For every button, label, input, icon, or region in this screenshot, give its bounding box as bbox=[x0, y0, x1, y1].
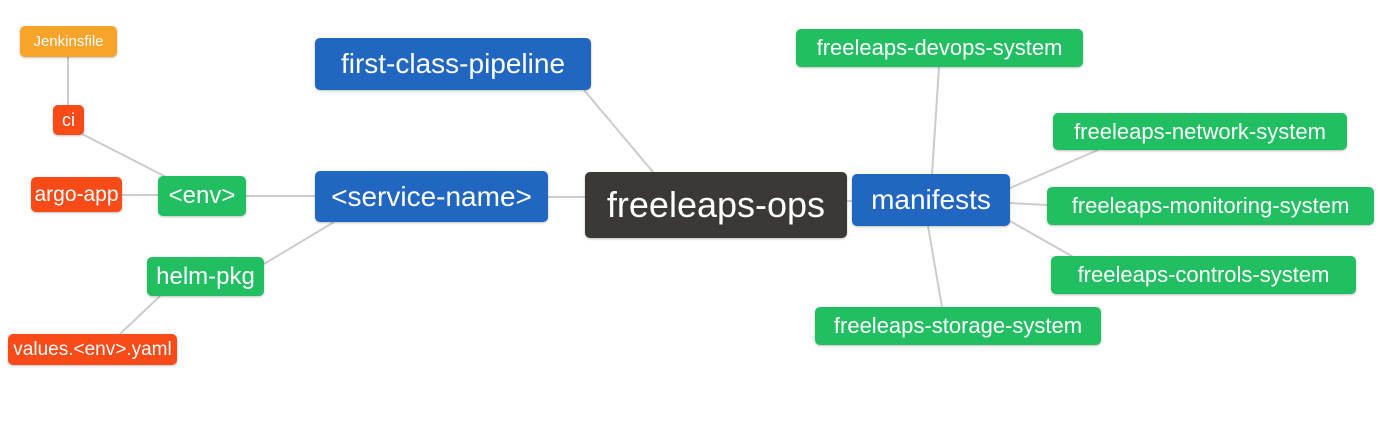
node-label: Jenkinsfile bbox=[33, 33, 104, 50]
edge-manifests-to-freeleaps-network-system bbox=[1009, 149, 1099, 189]
node-service-name[interactable]: <service-name> bbox=[315, 171, 548, 222]
node-label: manifests bbox=[871, 184, 991, 215]
node-first-class-pipeline[interactable]: first-class-pipeline bbox=[315, 38, 591, 90]
edge-manifests-to-freeleaps-devops-system bbox=[931, 66, 940, 175]
node-freeleaps-ops[interactable]: freeleaps-ops bbox=[585, 172, 847, 238]
node-freeleaps-devops-system[interactable]: freeleaps-devops-system bbox=[796, 29, 1083, 67]
node-label: freeleaps-monitoring-system bbox=[1071, 193, 1350, 218]
node-label: <service-name> bbox=[331, 180, 532, 212]
edge-manifests-to-freeleaps-storage-system bbox=[927, 225, 943, 308]
node-argo-app[interactable]: argo-app bbox=[31, 177, 122, 212]
node-label: values.<env>.yaml bbox=[13, 339, 172, 360]
node-label: first-class-pipeline bbox=[340, 48, 566, 79]
edge-manifests-to-freeleaps-controls-system bbox=[1009, 220, 1076, 259]
edge-helm-pkg-to-values-env-yaml bbox=[119, 295, 161, 335]
node-label: freeleaps-network-system bbox=[1074, 118, 1326, 144]
node-label: freeleaps-controls-system bbox=[1077, 262, 1330, 287]
node-values-env-yaml[interactable]: values.<env>.yaml bbox=[8, 334, 177, 365]
node-jenkinsfile[interactable]: Jenkinsfile bbox=[20, 26, 117, 57]
node-label: freeleaps-storage-system bbox=[833, 313, 1083, 338]
node-freeleaps-controls-system[interactable]: freeleaps-controls-system bbox=[1051, 256, 1356, 294]
node-label: freeleaps-ops bbox=[606, 184, 826, 225]
node-manifests[interactable]: manifests bbox=[852, 174, 1010, 226]
node-freeleaps-network-system[interactable]: freeleaps-network-system bbox=[1053, 113, 1347, 150]
node-helm-pkg[interactable]: helm-pkg bbox=[147, 257, 264, 296]
node-label: <env> bbox=[168, 182, 236, 209]
node-env[interactable]: <env> bbox=[158, 176, 246, 216]
node-freeleaps-storage-system[interactable]: freeleaps-storage-system bbox=[815, 307, 1101, 345]
node-ci[interactable]: ci bbox=[53, 105, 84, 135]
node-label: ci bbox=[62, 110, 75, 130]
edge-service-name-to-helm-pkg bbox=[263, 221, 335, 265]
edge-first-class-pipeline-to-freeleaps-ops bbox=[583, 89, 654, 173]
node-label: helm-pkg bbox=[156, 262, 255, 290]
edge-ci-to-env bbox=[81, 133, 173, 181]
node-freeleaps-monitoring-system[interactable]: freeleaps-monitoring-system bbox=[1047, 187, 1374, 225]
node-label: freeleaps-devops-system bbox=[816, 35, 1063, 60]
node-label: argo-app bbox=[34, 183, 119, 206]
edge-manifests-to-freeleaps-monitoring-system bbox=[1009, 202, 1048, 206]
